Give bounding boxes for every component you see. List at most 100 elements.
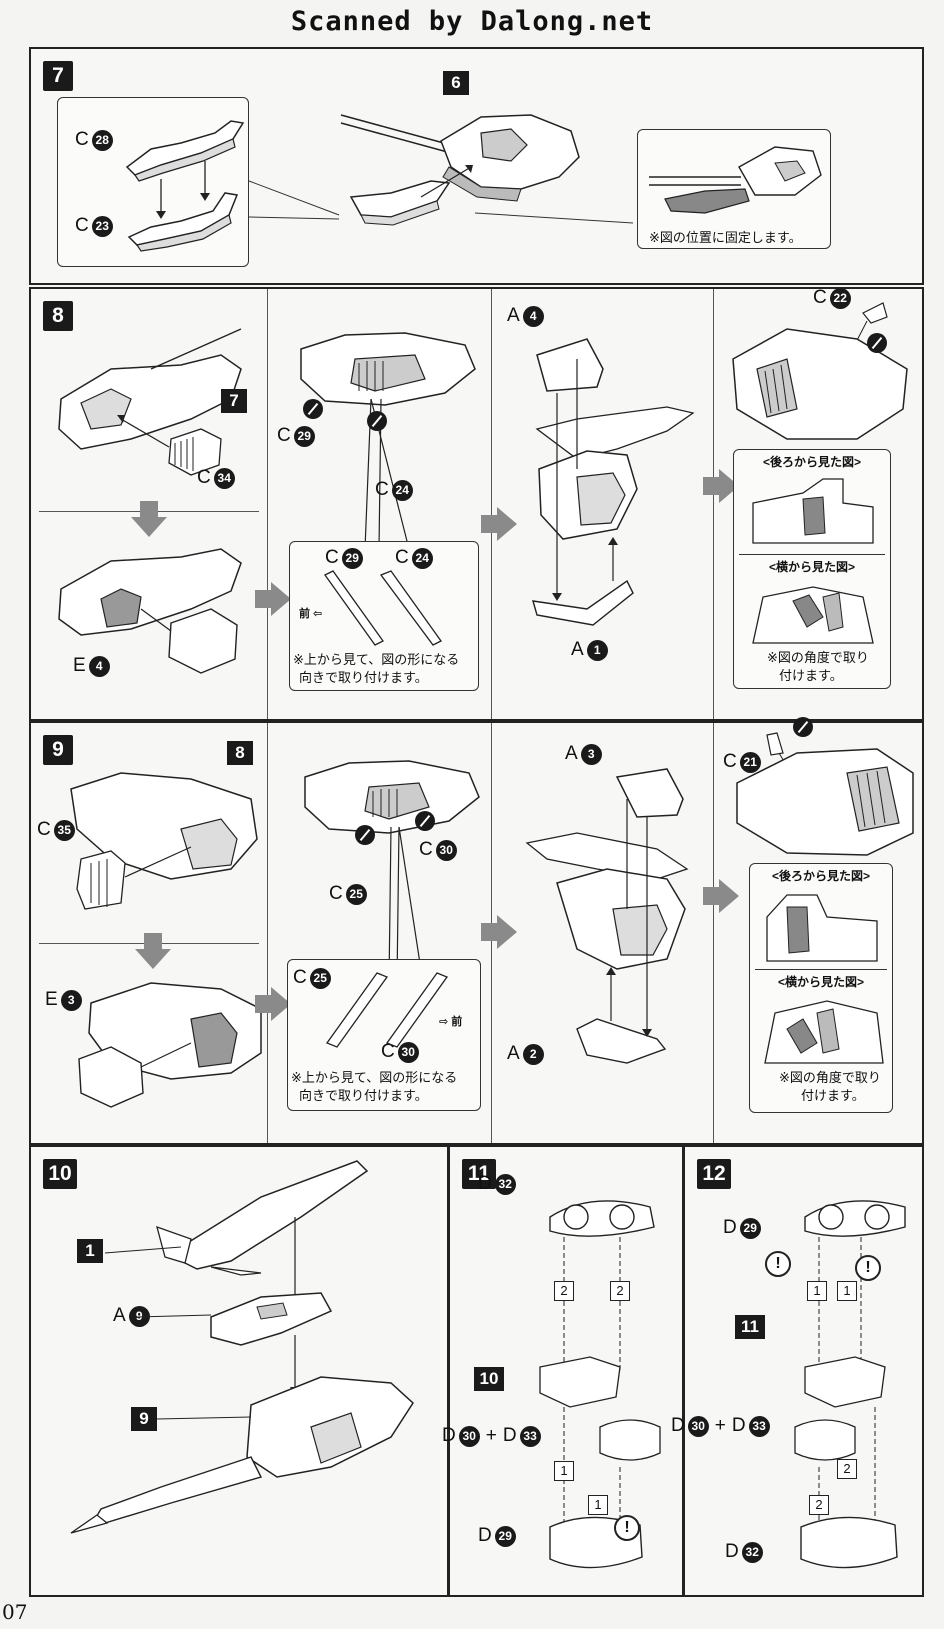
step8-col2-note-line2: 向きで取り付けます。: [299, 670, 428, 685]
step8-col4-note-line1: ※図の角度で取り: [767, 650, 869, 665]
step8-next-arrow-2: [481, 507, 517, 541]
step9-down-arrow: [135, 933, 171, 969]
step9-col2-note-pieces: [325, 972, 449, 1048]
step9-col2-note-line2: 向きで取り付けます。: [299, 1088, 428, 1103]
step9-view-back-illustration: [766, 894, 878, 962]
step11-ref-10: 10: [474, 1367, 504, 1391]
step7-part-c23: C 23: [75, 215, 113, 237]
step8-view-side-title: <横から見た図>: [768, 560, 856, 574]
step8-col4-illustration: [732, 302, 908, 440]
step8-col2-note-box: [289, 541, 479, 691]
step7-detail-illustration: [649, 146, 822, 214]
step9-col2-note-line1: ※上から見て、図の形になる: [291, 1070, 458, 1085]
step10-leader-lines: [104, 1246, 252, 1420]
step8-cement-mark-3: [867, 333, 887, 353]
step9-col3-illustration: [525, 768, 689, 1064]
step8-view-back-illustration: [752, 478, 874, 544]
step7-ref-6: 6: [443, 71, 469, 95]
step8-panel: 8 7 C 34 E 4 C: [29, 287, 924, 721]
step10-ref-9: 9: [131, 1407, 157, 1431]
step8-view-side-illustration: [752, 586, 874, 644]
step9-col2-illustration: [304, 760, 480, 984]
step7-panel: 7 C 28 C 23 6: [29, 47, 924, 285]
step11-illustration: [539, 1200, 661, 1569]
step9-col4-note-line1: ※図の角度で取り: [779, 1070, 881, 1085]
step10-number: 10: [43, 1159, 77, 1189]
step9-forward-label: ⇨ 前: [439, 1016, 463, 1028]
step9-cement-mark-2: [415, 811, 435, 831]
step9-col4-illustration: [736, 732, 914, 856]
step8-col2-note-line1: ※上から見て、図の形になる: [293, 652, 460, 667]
step7-main-illustration: [340, 114, 580, 226]
step8-note-part-c24: C 24: [395, 547, 433, 569]
step11-order-b: 2: [610, 1281, 630, 1301]
step11-part-d32: D 32: [478, 1173, 516, 1195]
step8-down-arrow: [131, 501, 167, 537]
step9-note-part-c25: C 25: [293, 967, 331, 989]
step9-next-arrow-2: [481, 915, 517, 949]
step9-view-side-illustration: [764, 1000, 884, 1064]
step9-part-a3: A 3: [565, 743, 602, 765]
step7-callout-lines: [248, 180, 634, 224]
step8-col2-note-pieces: [324, 570, 442, 646]
step9-view-side-title: <横から見た図>: [777, 975, 865, 989]
page-number: 07: [2, 1600, 28, 1624]
step9-part-c30: C 30: [419, 839, 457, 861]
step12-illustration: [794, 1200, 906, 1569]
step8-note-part-c29: C 29: [325, 547, 363, 569]
step11-number: 11: [462, 1159, 496, 1189]
step12-order-a: 1: [807, 1281, 827, 1301]
step8-part-c34: C 34: [197, 467, 235, 489]
scan-header: Scanned by Dalong.net: [290, 6, 654, 37]
step8-forward-label: 前 ⇦: [299, 608, 323, 620]
step9-part-c35: C 35: [37, 819, 75, 841]
step11-warning-icon: !: [614, 1515, 640, 1541]
step8-part-c29: C 29: [277, 425, 315, 447]
step8-view-back-title: <後ろから見た図>: [762, 455, 862, 469]
step12-order-b: 1: [837, 1281, 857, 1301]
step11-part-d29: D 29: [478, 1525, 516, 1547]
step8-part-a1: A 1: [571, 639, 608, 661]
step12-part-d32: D 32: [725, 1541, 763, 1563]
step8-part-e4: E 4: [73, 655, 110, 677]
step8-col2-illustration: [300, 332, 476, 550]
step9-col1-top-illustration: [70, 772, 258, 910]
step11-order-c: 1: [554, 1461, 574, 1481]
step9-panel: 9 8 C 35 E 3 C 30: [29, 717, 924, 1145]
step12-warning-icon-right: !: [855, 1255, 881, 1281]
step10-part-a9: A 9: [113, 1305, 150, 1327]
step11-part-d30-d33: D 30 + D 33: [442, 1425, 541, 1447]
step8-col4-note-line2: 付けます。: [779, 668, 843, 683]
step7-note: ※図の位置に固定します。: [649, 230, 802, 245]
step8-part-c24: C 24: [375, 479, 413, 501]
step9-col1-bottom-illustration: [78, 982, 262, 1108]
step9-next-arrow-1: [255, 987, 291, 1021]
step12-part-d29: D 29: [723, 1217, 761, 1239]
step9-part-c25: C 25: [329, 883, 367, 905]
step12-panel: 12 D 29 ! ! 1 1 11 D 30 + D 33 2 2 D 32: [671, 1145, 924, 1597]
step12-part-d30-d33: D 30 + D 33: [671, 1415, 770, 1437]
step9-cement-mark-3: [793, 717, 813, 737]
step12-order-d: 2: [809, 1495, 829, 1515]
step8-cement-mark-1: [303, 399, 323, 419]
step7-number: 7: [43, 61, 73, 91]
step8-ref-7: 7: [221, 389, 247, 413]
step8-number: 8: [43, 301, 73, 331]
step8-part-c22: C 22: [813, 287, 851, 309]
step9-part-c21: C 21: [723, 751, 761, 773]
step11-order-a: 2: [554, 1281, 574, 1301]
step9-part-a2: A 2: [507, 1043, 544, 1065]
step12-number: 12: [697, 1159, 731, 1189]
step9-cement-mark-1: [355, 825, 375, 845]
step8-col1-bottom-illustration: [58, 548, 242, 674]
step8-col3-illustration: [532, 338, 695, 626]
step11-order-d: 1: [588, 1495, 608, 1515]
step10-panel: 10 1 A 9 9: [29, 1145, 449, 1597]
step9-next-arrow-3: [703, 879, 739, 913]
step9-number: 9: [43, 735, 73, 765]
step10-ref-1: 1: [77, 1239, 103, 1263]
step8-col1-top-illustration: [58, 328, 242, 476]
step9-part-e3: E 3: [45, 989, 82, 1011]
step8-cement-mark-2: [367, 411, 387, 431]
step7-parts-illustration: [125, 120, 245, 252]
